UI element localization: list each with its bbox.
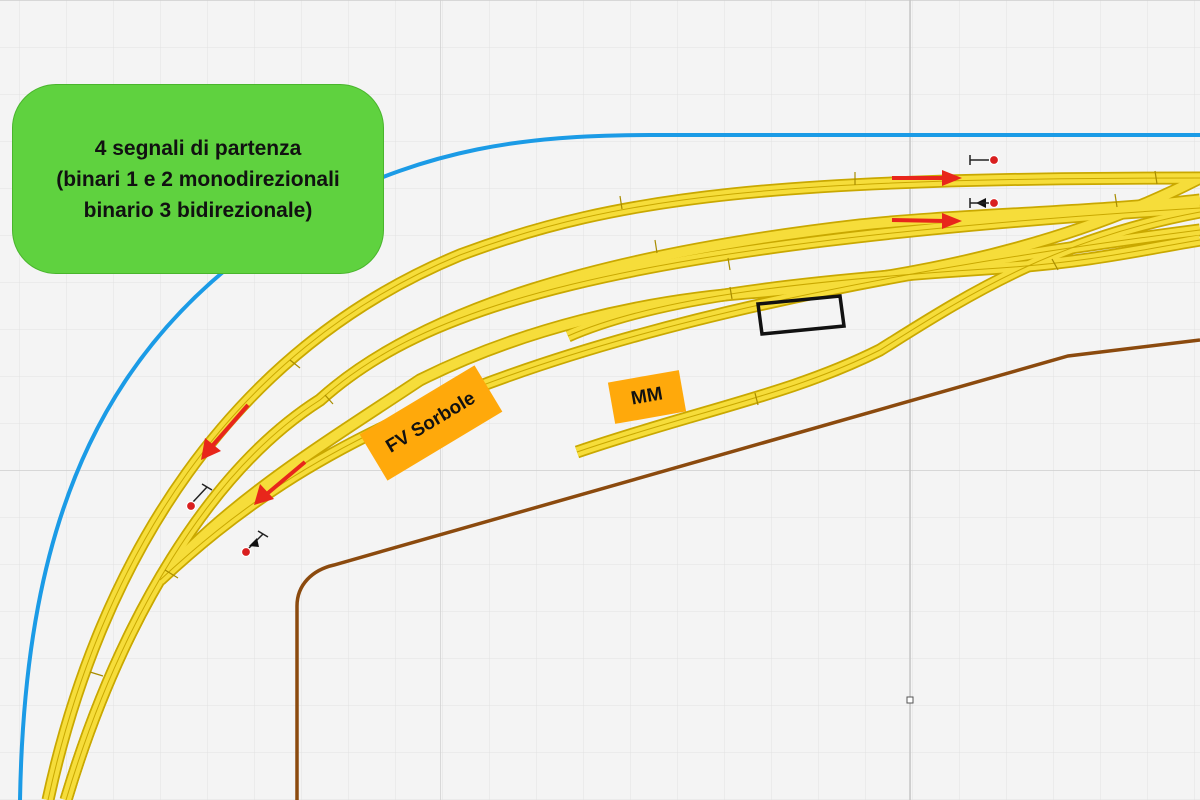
direction-arrow-icon [201, 403, 250, 460]
signal-mast-icon[interactable] [185, 483, 213, 512]
direction-arrow-icon [892, 170, 962, 186]
track-group[interactable] [41, 170, 1200, 800]
layout-boundary-brown [295, 338, 1200, 800]
signal-mast-icon[interactable] [969, 197, 1000, 209]
building-outline[interactable] [756, 294, 846, 336]
selection-handle[interactable] [906, 696, 914, 704]
signal-mast-icon[interactable] [240, 530, 269, 558]
callout-line-1: 4 segnali di partenza [94, 136, 302, 160]
callout-line-2: (binari 1 e 2 monodirezionali [56, 167, 340, 191]
signal-mast-icon[interactable] [969, 154, 1000, 166]
direction-arrow-icon [891, 213, 962, 229]
callout-line-3: binario 3 bidirezionale) [83, 198, 313, 222]
info-callout: 4 segnali di partenza (binari 1 e 2 mono… [12, 84, 384, 274]
direction-arrow-icon [254, 460, 307, 505]
